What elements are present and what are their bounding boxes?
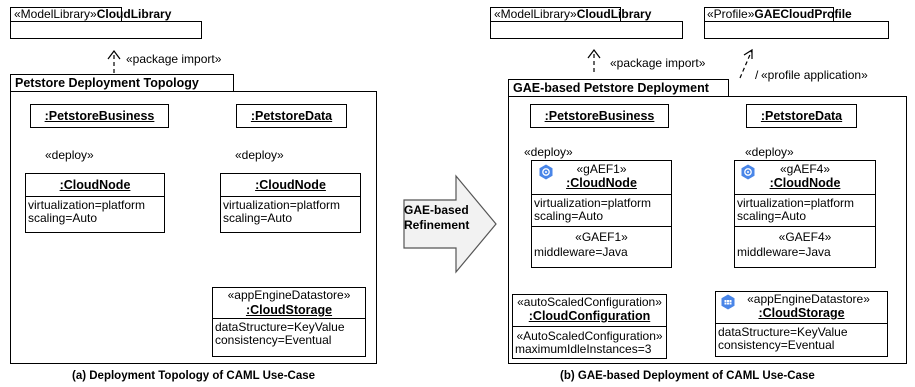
cloud-storage-right: «appEngineDatastore» :CloudStorage dataS… [715, 291, 888, 357]
deploy-label-right-1: «deploy» [524, 145, 573, 159]
cloud-node-2: :CloudNode virtualization=platform scali… [220, 173, 361, 233]
petstore-data-name: :PetstoreData [250, 109, 333, 123]
profile-application-line [739, 49, 753, 79]
cloud-configuration: «autoScaledConfiguration» :CloudConfigur… [512, 294, 667, 359]
petstore-business-name-right: :PetstoreBusiness [544, 109, 655, 123]
deploy-label-1: «deploy» [45, 148, 94, 162]
refinement-label: GAE-based Refinement [404, 203, 484, 233]
cloud-node-right-2-name: :CloudNode [769, 176, 841, 190]
cloud-node-1-name: :CloudNode [59, 178, 131, 192]
model-library-package-right [490, 21, 683, 39]
profile-application-label: «profile application» [761, 68, 868, 82]
cloud-node-right-2-attr: scaling=Auto [737, 209, 807, 223]
app-engine-icon [741, 164, 755, 180]
package-import-arrowhead [107, 50, 121, 60]
profile-label: «Profile»GAECloudProfile [707, 7, 852, 22]
caption-left: (a) Deployment Topology of CAML Use-Case [72, 370, 316, 382]
deploy-label-2: «deploy» [235, 148, 284, 162]
cloud-node-1-attr: scaling=Auto [28, 211, 98, 225]
petstore-data-name-right: :PetstoreData [760, 109, 843, 123]
package-import-label-right: «package import» [610, 56, 706, 70]
package-import-label: «package import» [126, 52, 222, 66]
cloud-configuration-attr-stereotype: «AutoScaledConfiguration» [516, 329, 663, 343]
refinement-arrow [403, 174, 497, 274]
cloud-node-right-2-mw: middleware=Java [737, 245, 831, 259]
app-engine-icon [539, 164, 553, 180]
cloud-configuration-name: :CloudConfiguration [528, 309, 651, 323]
model-library-stereotype: «ModelLibrary» [14, 7, 97, 21]
petstore-data: :PetstoreData [236, 104, 347, 128]
cloud-storage-right-attr: dataStructure=KeyValue [718, 325, 848, 339]
refinement-label-line: Refinement [404, 218, 470, 232]
cloud-node-2-name: :CloudNode [255, 178, 326, 192]
cloud-node-right-2: «gAEF4» :CloudNode virtualization=platfo… [734, 160, 876, 268]
model-library-label-right: «ModelLibrary»CloudLibrary [494, 7, 651, 22]
package-title: Petstore Deployment Topology [10, 74, 234, 92]
cloud-node-right-1-attr: virtualization=platform [534, 196, 652, 210]
model-library-package [10, 21, 202, 39]
cloud-node-right-1-mw: middleware=Java [534, 245, 628, 259]
caption-right: (b) GAE-based Deployment of CAML Use-Cas… [560, 370, 815, 382]
cloud-node-1-attr: virtualization=platform [28, 198, 146, 212]
cloud-node-1: :CloudNode virtualization=platform scali… [25, 173, 165, 233]
cloud-storage-right-attr: consistency=Eventual [718, 338, 835, 352]
cloud-node-right-2-stereotype: «gAEF4» [779, 162, 831, 176]
cloud-storage: «appEngineDatastore» :CloudStorage dataS… [212, 287, 366, 357]
profile-package [704, 21, 889, 39]
cloud-configuration-attr: maximumIdleInstances=3 [515, 342, 652, 356]
cloud-storage-attr: consistency=Eventual [215, 333, 332, 347]
profile-application-arrowhead [743, 48, 753, 59]
model-library-name: CloudLibrary [96, 7, 172, 21]
petstore-data-right: :PetstoreData [746, 104, 857, 128]
deploy-label-right-2: «deploy» [745, 145, 794, 159]
profile-slash: / [755, 68, 759, 82]
cloud-node-2-attr: virtualization=platform [223, 198, 341, 212]
cloud-node-2-attr: scaling=Auto [223, 211, 293, 225]
model-library-name-right: CloudLibrary [576, 7, 652, 21]
cloud-storage-right-stereotype: «appEngineDatastore» [747, 292, 870, 306]
petstore-business: :PetstoreBusiness [30, 104, 169, 128]
cloud-node-right-1: «gAEF1» :CloudNode virtualization=platfo… [531, 160, 672, 268]
cloud-node-right-1-attr: scaling=Auto [534, 209, 604, 223]
cloud-configuration-stereotype: «autoScaledConfiguration» [517, 295, 662, 309]
cloud-node-right-1-name: :CloudNode [566, 176, 637, 190]
cloud-storage-right-name: :CloudStorage [758, 306, 845, 320]
cloud-storage-stereotype: «appEngineDatastore» [227, 288, 351, 302]
cloud-node-right-1-mw-stereotype: «GAEF1» [575, 230, 628, 244]
datastore-icon [721, 294, 735, 310]
refinement-label-line: GAE-based [404, 203, 469, 217]
profile-name: GAECloudProfile [754, 7, 852, 21]
model-library-stereotype-right: «ModelLibrary» [494, 7, 577, 21]
cloud-node-right-2-attr: virtualization=platform [737, 196, 855, 210]
package-import-arrowhead-right [587, 49, 601, 59]
package-title-right: GAE-based Petstore Deployment [508, 79, 729, 97]
profile-stereotype: «Profile» [707, 7, 755, 21]
petstore-business-name: :PetstoreBusiness [44, 109, 155, 123]
petstore-business-right: :PetstoreBusiness [530, 104, 669, 128]
cloud-storage-name: :CloudStorage [245, 303, 333, 317]
model-library-label: «ModelLibrary»CloudLibrary [14, 7, 171, 22]
cloud-node-right-1-stereotype: «gAEF1» [576, 162, 627, 176]
cloud-storage-attr: dataStructure=KeyValue [215, 320, 345, 334]
cloud-node-right-2-mw-stereotype: «GAEF4» [778, 230, 832, 244]
